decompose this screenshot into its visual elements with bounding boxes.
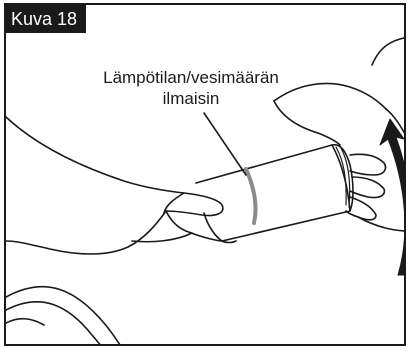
right-finger-2 (350, 177, 384, 198)
cord-outline (6, 287, 122, 346)
hand-rotating-tube-illustration (6, 5, 406, 346)
right-wrist (372, 37, 406, 65)
callout-leader (204, 113, 246, 175)
tube-body (196, 145, 350, 241)
cord-tip (6, 319, 44, 325)
cord-outline-inner (6, 302, 103, 346)
callout-line-2: ilmaisin (66, 88, 316, 109)
rotation-arrow-icon (380, 119, 406, 275)
indicator-band (246, 169, 256, 223)
figure-label: Kuva 18 (6, 5, 86, 33)
left-thumb (164, 193, 184, 213)
figure-frame: Kuva 18 Lämpötilan/vesimäärän ilmaisin (4, 3, 406, 346)
left-finger-line (132, 233, 192, 242)
indicator-callout: Lämpötilan/vesimäärän ilmaisin (66, 67, 316, 109)
right-finger-1 (350, 154, 386, 175)
tube-bottom-edge (222, 241, 236, 243)
callout-line-1: Lämpötilan/vesimäärän (66, 67, 316, 88)
